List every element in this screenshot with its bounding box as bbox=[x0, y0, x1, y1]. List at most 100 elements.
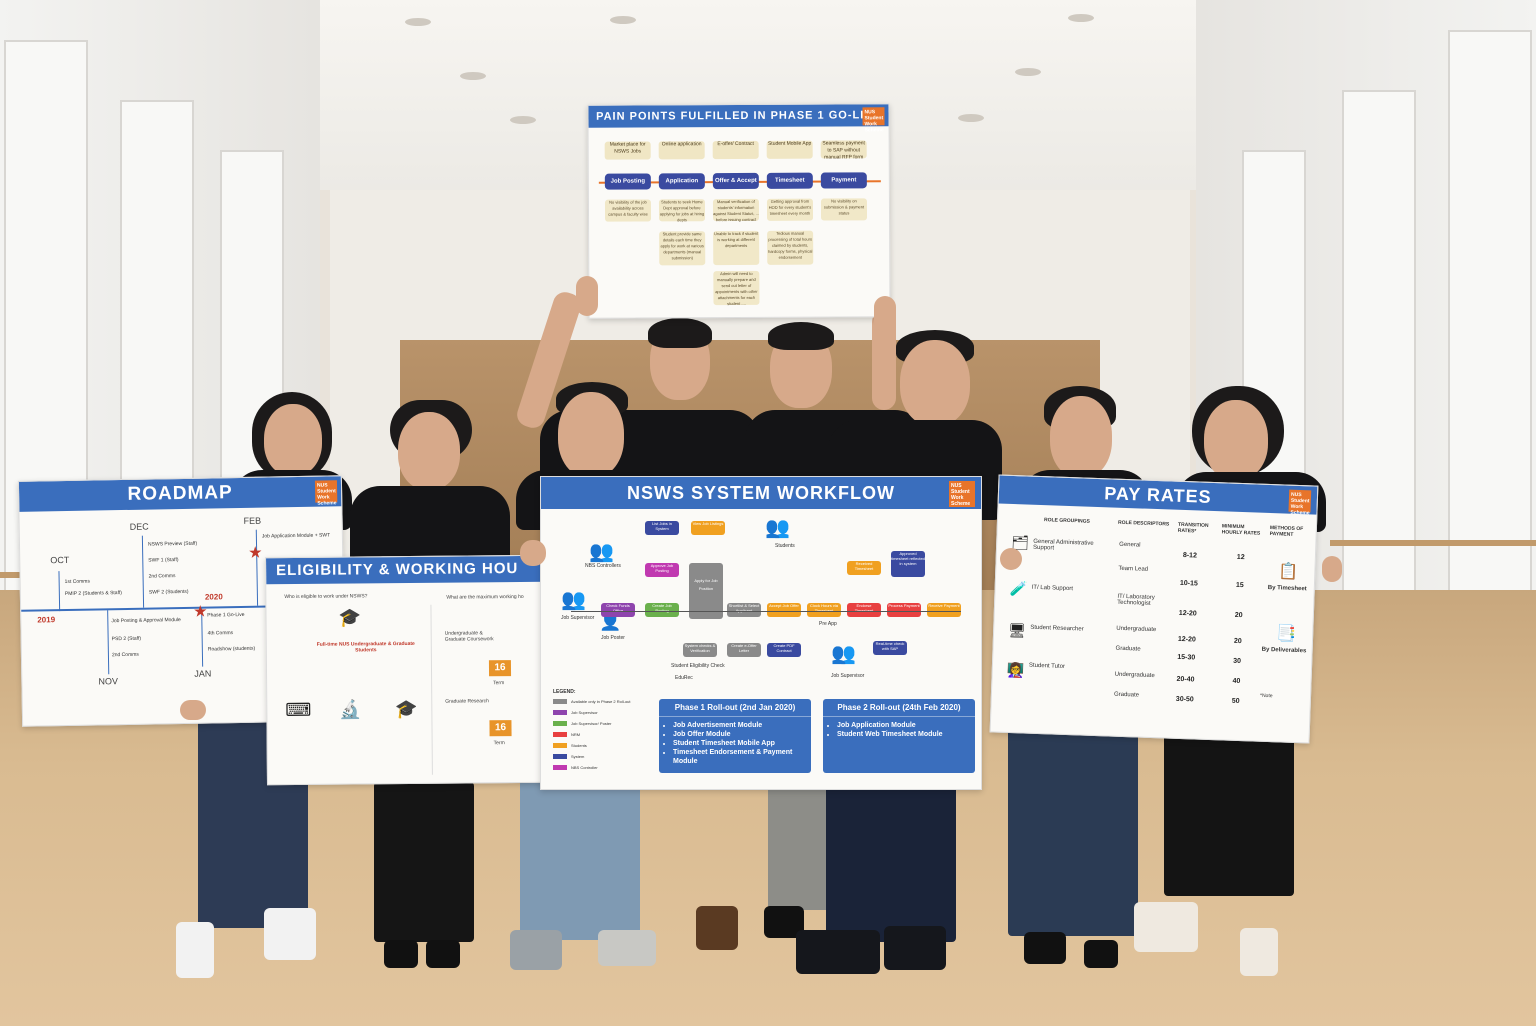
students-icon: 👥 bbox=[765, 517, 790, 539]
nbs-controllers-icon: 👥 bbox=[589, 541, 614, 563]
role-descriptor: Undergraduate bbox=[1116, 625, 1157, 634]
legend-item: NRM bbox=[553, 732, 580, 738]
transition-rate: 8-12 bbox=[1182, 551, 1198, 560]
legend-label: System bbox=[571, 754, 585, 759]
wf-node: Apply for Job Position bbox=[689, 563, 723, 619]
pay-note: *Note bbox=[1259, 692, 1273, 700]
role-grouping: Student Researcher bbox=[1030, 624, 1084, 633]
roadmap-item: SWF 1 (Staff) bbox=[148, 557, 179, 564]
graduates-icon: 🎓 bbox=[338, 607, 362, 628]
role-grouping: IT/ Lab Support bbox=[1031, 584, 1074, 593]
payment-method: By Timesheet bbox=[1267, 584, 1307, 593]
wf-node: Approve Job Posting bbox=[645, 563, 679, 577]
wf-node: System checks & Verification bbox=[683, 643, 717, 657]
transition-rate: 12-20 bbox=[1177, 635, 1196, 644]
transition-rate: 20-40 bbox=[1176, 675, 1195, 684]
transition-rate: 12-20 bbox=[1178, 609, 1197, 618]
term-label: Term bbox=[493, 740, 505, 747]
legend-item: NBS Controller bbox=[553, 765, 598, 771]
role-descriptor: IT/ Laboratory Technologist bbox=[1117, 593, 1155, 607]
phase1-item: Timesheet Endorsement & Payment Module bbox=[673, 748, 811, 766]
col-header: ROLE DESCRIPTORS bbox=[1117, 519, 1170, 528]
actor-label: Job Supervisor bbox=[831, 673, 865, 679]
hand bbox=[1322, 556, 1342, 582]
lab-icon: 🧪 bbox=[1009, 579, 1028, 597]
transition-rate: 15-30 bbox=[1177, 653, 1196, 662]
legend-label: NBS Controller bbox=[571, 765, 598, 770]
role-descriptor: General bbox=[1119, 541, 1141, 549]
phase1-list: Job Advertisement Module Job Offer Modul… bbox=[665, 721, 811, 766]
pain-top-note: Market place for NSWS Jobs bbox=[604, 141, 651, 160]
mortarboard-icon: 🎓 bbox=[395, 698, 418, 720]
legend-swatch bbox=[553, 721, 567, 727]
col-header: ROLE GROUPINGS bbox=[1043, 517, 1090, 525]
pay-rates-board: PAY RATES NUS Student Work Scheme ROLE G… bbox=[989, 474, 1319, 744]
roadmap-item: Phase 1 Go-Live bbox=[207, 611, 245, 619]
phase2-box: Phase 2 Roll-out (24th Feb 2020) Job App… bbox=[823, 699, 975, 773]
year-2019: 2019 bbox=[37, 615, 56, 625]
phase2-item: Student Web Timesheet Module bbox=[837, 730, 975, 739]
hand bbox=[1000, 548, 1022, 570]
legend-swatch bbox=[553, 754, 567, 760]
handrail bbox=[0, 572, 24, 578]
role-grouping: General Administrative Support bbox=[1032, 538, 1094, 552]
wf-node: Receive Payment bbox=[927, 603, 961, 617]
nsws-logo: NUS Student Work Scheme bbox=[949, 481, 975, 507]
legend-label: Students bbox=[571, 743, 587, 748]
job-supervisor-icon: 👥 bbox=[561, 589, 586, 611]
legend-title: LEGEND: bbox=[553, 689, 576, 695]
role-descriptor: Graduate bbox=[1115, 645, 1141, 653]
wf-connector bbox=[571, 611, 961, 612]
ceiling-light bbox=[510, 116, 536, 124]
wf-node: Received Timesheet bbox=[847, 561, 881, 575]
phase1-item: Job Advertisement Module bbox=[673, 721, 811, 730]
legend-item: Job Supervisor/ Poster bbox=[553, 721, 611, 727]
wf-node: Create e-Offer Letter bbox=[727, 643, 761, 657]
hand bbox=[874, 296, 896, 332]
workflow-title: NSWS SYSTEM WORKFLOW bbox=[541, 477, 981, 509]
actor-label: Students bbox=[775, 543, 795, 549]
pain-note: No visibility of the job availability ac… bbox=[604, 199, 652, 222]
legend-item: Job Supervisor bbox=[553, 710, 598, 716]
minimum-rate: 15 bbox=[1235, 581, 1244, 590]
milestone-star-icon: ★ bbox=[193, 603, 208, 621]
wf-node: Endorse Timesheet bbox=[847, 603, 881, 617]
tutor-icon: 👩‍🏫 bbox=[1006, 661, 1025, 679]
roadmap-item: 2nd Comms bbox=[148, 573, 176, 580]
month-nov: NOV bbox=[98, 676, 118, 687]
wf-label: Student Eligibility Check bbox=[671, 663, 725, 669]
hand bbox=[576, 276, 598, 316]
month-oct: OCT bbox=[50, 554, 70, 566]
hand bbox=[520, 540, 546, 566]
phase2-list: Job Application Module Student Web Times… bbox=[829, 721, 975, 739]
row-coursework: Undergraduate & Graduate Coursework bbox=[444, 630, 494, 643]
legend-label: Job Supervisor bbox=[571, 710, 598, 715]
pain-note: Tedious manual processing of total hours… bbox=[767, 230, 814, 265]
minimum-rate: 20 bbox=[1234, 611, 1243, 620]
phase2-item: Job Application Module bbox=[837, 721, 975, 730]
payment-method: By Deliverables bbox=[1261, 646, 1307, 655]
ceiling-light bbox=[958, 114, 984, 122]
hours-question: What are the maximum working ho bbox=[446, 593, 524, 601]
month-dec: DEC bbox=[129, 521, 149, 532]
phase1-box: Phase 1 Roll-out (2nd Jan 2020) Job Adve… bbox=[659, 699, 811, 773]
legend-item: System bbox=[553, 754, 585, 760]
workflow-board: NSWS SYSTEM WORKFLOW NUS Student Work Sc… bbox=[540, 476, 982, 790]
wf-node: Create Job Posting bbox=[645, 603, 679, 617]
roadmap-title: ROADMAP bbox=[18, 476, 342, 512]
nsws-logo: NUS Student Work Scheme bbox=[1288, 489, 1312, 516]
col-header: MINIMUM HOURLY RATES bbox=[1221, 523, 1261, 537]
minimum-rate: 12 bbox=[1236, 553, 1245, 562]
wf-node: Approved timesheet reflected in system bbox=[891, 551, 925, 577]
step-offer-accept: Offer & Accept bbox=[712, 172, 759, 190]
pain-note: Getting approval from HOD for every stud… bbox=[766, 198, 814, 221]
roadmap-item: PMIP 2 (Students & Staff) bbox=[64, 590, 122, 598]
role-descriptor: Team Lead bbox=[1118, 565, 1149, 573]
minimum-rate: 40 bbox=[1232, 677, 1241, 686]
wf-node: Shortlist & Select Applicant bbox=[727, 603, 761, 617]
handrail bbox=[1330, 540, 1536, 546]
transition-rate: 30-50 bbox=[1175, 695, 1194, 704]
eligibility-question: Who is eligible to work under NSWS? bbox=[284, 593, 368, 601]
month-jan: JAN bbox=[194, 668, 212, 679]
phase1-item: Job Offer Module bbox=[673, 730, 811, 739]
